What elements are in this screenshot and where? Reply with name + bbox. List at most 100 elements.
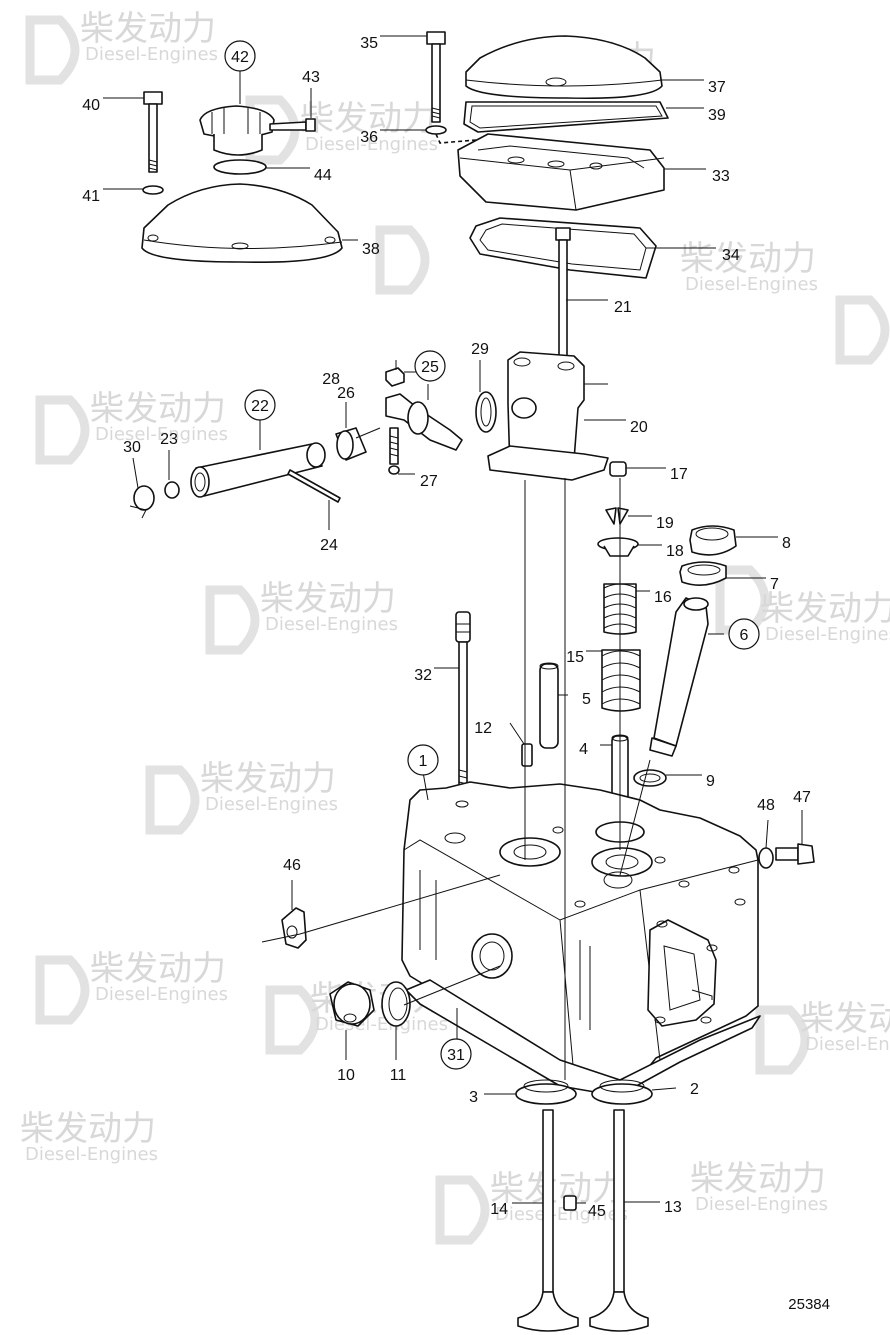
callout-number: 27 bbox=[420, 473, 438, 490]
callout-circle bbox=[728, 618, 760, 650]
callout-16: 16 bbox=[654, 589, 672, 606]
rocker-housing-33 bbox=[457, 133, 665, 211]
svg-text:Diesel-Engines: Diesel-Engines bbox=[765, 624, 890, 645]
screw-43 bbox=[269, 118, 316, 132]
callout-number: 38 bbox=[362, 241, 380, 258]
callout-19: 19 bbox=[656, 515, 674, 532]
callout-47: 47 bbox=[793, 789, 811, 806]
svg-text:Diesel-Engines: Diesel-Engines bbox=[265, 614, 398, 635]
callout-number: 44 bbox=[314, 167, 332, 184]
callout-number: 37 bbox=[708, 79, 726, 96]
callout-24: 24 bbox=[320, 537, 338, 554]
callout-number: 20 bbox=[630, 419, 648, 436]
callout-number: 46 bbox=[283, 857, 301, 874]
valve-13 bbox=[589, 1109, 649, 1332]
callout-42: 42 bbox=[224, 40, 256, 72]
callout-41: 41 bbox=[82, 188, 100, 205]
filler-cap-42 bbox=[199, 105, 275, 156]
callout-number: 7 bbox=[770, 576, 779, 593]
callout-circle bbox=[440, 1038, 472, 1070]
callout-number: 33 bbox=[712, 168, 730, 185]
callout-17: 17 bbox=[670, 466, 688, 483]
callout-number: 4 bbox=[579, 741, 588, 758]
callout-22: 22 bbox=[244, 389, 276, 421]
svg-text:柴发动力: 柴发动力 bbox=[690, 1159, 826, 1199]
figure-number: 25384 bbox=[788, 1296, 830, 1313]
callout-number: 21 bbox=[614, 299, 632, 316]
callout-number: 39 bbox=[708, 107, 726, 124]
callout-number: 6 bbox=[740, 627, 749, 644]
callout-number: 15 bbox=[566, 649, 584, 666]
svg-text:柴发动力: 柴发动力 bbox=[90, 389, 226, 429]
valve-cap-17 bbox=[609, 461, 627, 477]
rocker-bracket-20 bbox=[487, 351, 609, 481]
callout-32: 32 bbox=[414, 667, 432, 684]
seal-44 bbox=[213, 159, 267, 175]
bushing-26 bbox=[335, 427, 367, 461]
spring-retainer-18 bbox=[597, 537, 639, 557]
callout-36: 36 bbox=[360, 129, 378, 146]
callout-14: 14 bbox=[490, 1201, 508, 1218]
injector-sleeve-6 bbox=[649, 597, 709, 757]
pin-24 bbox=[287, 469, 341, 503]
callout-number: 11 bbox=[390, 1067, 407, 1084]
callout-12: 12 bbox=[474, 720, 492, 737]
callout-number: 29 bbox=[471, 341, 489, 358]
callout-number: 25 bbox=[421, 359, 439, 376]
plug-10 bbox=[329, 981, 375, 1027]
callout-28: 28 bbox=[322, 371, 340, 388]
svg-text:柴发动力: 柴发动力 bbox=[800, 999, 890, 1039]
svg-text:Diesel-Engines: Diesel-Engines bbox=[305, 134, 438, 155]
svg-text:柴发动力: 柴发动力 bbox=[90, 949, 226, 989]
lifting-eye-46 bbox=[281, 907, 307, 949]
svg-text:Diesel-Engines: Diesel-Engines bbox=[85, 44, 218, 65]
valve-collets-19 bbox=[605, 507, 629, 525]
callout-31: 31 bbox=[440, 1038, 472, 1070]
svg-text:Diesel-Engines: Diesel-Engines bbox=[205, 794, 338, 815]
rocker-arm-25 bbox=[385, 393, 463, 451]
bolt-40 bbox=[143, 91, 163, 173]
svg-text:柴发动力: 柴发动力 bbox=[80, 9, 216, 49]
seal-ring-7 bbox=[679, 561, 727, 586]
svg-text:柴发动力: 柴发动力 bbox=[490, 1169, 626, 1209]
callout-25: 25 bbox=[414, 350, 446, 382]
circlip-30 bbox=[129, 485, 155, 519]
bolt-35 bbox=[426, 31, 446, 123]
top-cover-37 bbox=[465, 35, 663, 100]
callout-number: 43 bbox=[302, 69, 320, 86]
callout-34: 34 bbox=[722, 247, 740, 264]
svg-text:Diesel-Engines: Diesel-Engines bbox=[695, 1194, 828, 1215]
svg-text:Diesel-Engines: Diesel-Engines bbox=[95, 424, 228, 445]
rocker-shaft-22 bbox=[190, 442, 326, 498]
gasket-39 bbox=[463, 101, 669, 133]
washer-36 bbox=[425, 125, 447, 135]
svg-text:Diesel-Engines: Diesel-Engines bbox=[495, 1204, 628, 1225]
valve-14 bbox=[517, 1109, 579, 1332]
callout-7: 7 bbox=[770, 576, 779, 593]
leader-lines bbox=[103, 35, 803, 1204]
callout-number: 22 bbox=[251, 398, 269, 415]
nut-28 bbox=[385, 360, 405, 387]
svg-text:柴发动力: 柴发动力 bbox=[300, 99, 436, 139]
valve-guide-5 bbox=[539, 662, 559, 749]
callout-number: 14 bbox=[490, 1201, 508, 1218]
callout-circle bbox=[244, 389, 276, 421]
callout-39: 39 bbox=[708, 107, 726, 124]
callout-number: 12 bbox=[474, 720, 492, 737]
o-ring-9 bbox=[633, 769, 667, 787]
callout-37: 37 bbox=[708, 79, 726, 96]
bolt-47 bbox=[775, 843, 815, 865]
washer-41 bbox=[142, 185, 164, 195]
callout-38: 38 bbox=[362, 241, 380, 258]
callout-number: 3 bbox=[469, 1089, 478, 1106]
callout-33: 33 bbox=[712, 168, 730, 185]
callout-11: 11 bbox=[390, 1067, 407, 1084]
callout-number: 2 bbox=[690, 1081, 699, 1098]
callout-number: 35 bbox=[360, 35, 378, 52]
callout-number: 23 bbox=[160, 431, 178, 448]
callout-number: 10 bbox=[337, 1067, 355, 1084]
callout-48: 48 bbox=[757, 797, 775, 814]
callout-29: 29 bbox=[471, 341, 489, 358]
callout-1: 1 bbox=[407, 744, 439, 776]
